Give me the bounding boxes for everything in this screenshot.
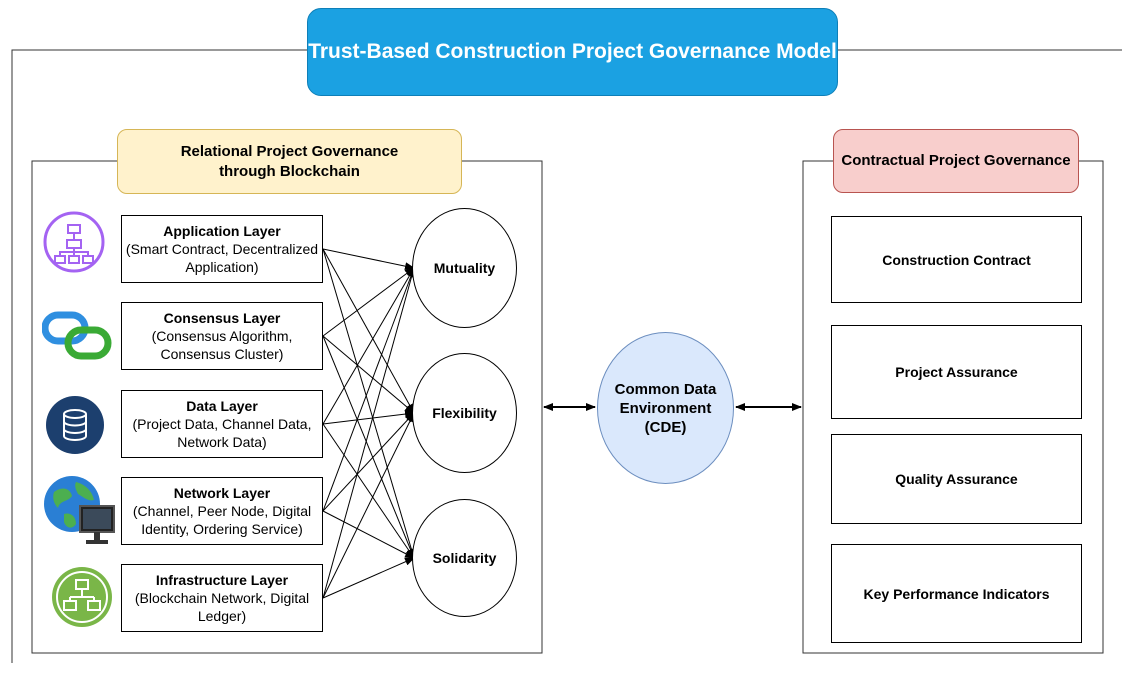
chain-links-icon (41, 305, 112, 367)
database-icon (46, 396, 104, 454)
connector-layer-2-to-principle-0 (322, 267, 415, 425)
data-layer-box: Data Layer (Project Data, Channel Data, … (121, 390, 323, 458)
layer-description: (Channel, Peer Node, Digital Identity, O… (132, 503, 312, 537)
connector-layer-3-to-principle-1 (322, 412, 415, 512)
layer-title: Application Layer (163, 223, 281, 239)
connector-layer-0-to-principle-0 (322, 248, 415, 271)
project-assurance-box: Project Assurance (831, 325, 1082, 419)
connector-layer-3-to-principle-0 (322, 267, 415, 512)
connector-layer-2-to-principle-2 (322, 423, 415, 559)
contractual-governance-header: Contractual Project Governance (833, 129, 1079, 193)
infrastructure-layer-box: Infrastructure Layer (Blockchain Network… (121, 564, 323, 632)
layer-title: Network Layer (173, 485, 271, 501)
application-layer-box: Application Layer (Smart Contract, Decen… (121, 215, 323, 283)
connector-layer-1-to-principle-0 (322, 267, 415, 337)
layer-description: (Project Data, Channel Data, Network Dat… (132, 416, 312, 450)
connector-layer-4-to-principle-0 (322, 267, 416, 599)
solidarity-circle: Solidarity (412, 499, 517, 617)
layer-title: Infrastructure Layer (155, 572, 289, 588)
connector-layer-3-to-principle-2 (322, 510, 415, 559)
diagram-title: Trust-Based Construction Project Governa… (307, 8, 838, 96)
connector-layer-4-to-principle-2 (322, 557, 415, 599)
connector-layer-0-to-principle-1 (322, 248, 415, 414)
connector-layer-2-to-principle-1 (322, 410, 415, 425)
outer-frame (11, 49, 307, 663)
layer-description: (Consensus Algorithm, Consensus Cluster) (151, 328, 293, 362)
layer-description: (Blockchain Network, Digital Ledger) (134, 590, 310, 624)
quality-assurance-box: Quality Assurance (831, 434, 1082, 524)
connector-layer-0-to-principle-2 (322, 248, 416, 559)
network-layer-box: Network Layer (Channel, Peer Node, Digit… (121, 477, 323, 545)
layer-title: Consensus Layer (163, 310, 281, 326)
consensus-layer-box: Consensus Layer (Consensus Algorithm, Co… (121, 302, 323, 370)
network-computers-icon (52, 567, 112, 627)
relational-panel-frame (31, 160, 543, 654)
key-performance-indicators-box: Key Performance Indicators (831, 544, 1082, 643)
hierarchy-icon (43, 211, 105, 273)
mutuality-circle: Mutuality (412, 208, 517, 328)
layer-description: (Smart Contract, Decentralized Applicati… (125, 241, 319, 275)
construction-contract-box: Construction Contract (831, 216, 1082, 303)
connector-layer-1-to-principle-2 (322, 335, 415, 559)
connector-layer-4-to-principle-1 (322, 412, 415, 599)
layer-title: Data Layer (186, 398, 258, 414)
flexibility-circle: Flexibility (412, 353, 517, 473)
relational-governance-header: Relational Project Governance through Bl… (117, 129, 462, 194)
connector-layer-1-to-principle-1 (322, 335, 415, 414)
cde-circle: Common Data Environment (CDE) (597, 332, 734, 484)
globe-monitor-icon (42, 474, 117, 549)
layer-to-principle-connectors (322, 248, 416, 599)
contractual-panel-frame (802, 160, 1104, 654)
